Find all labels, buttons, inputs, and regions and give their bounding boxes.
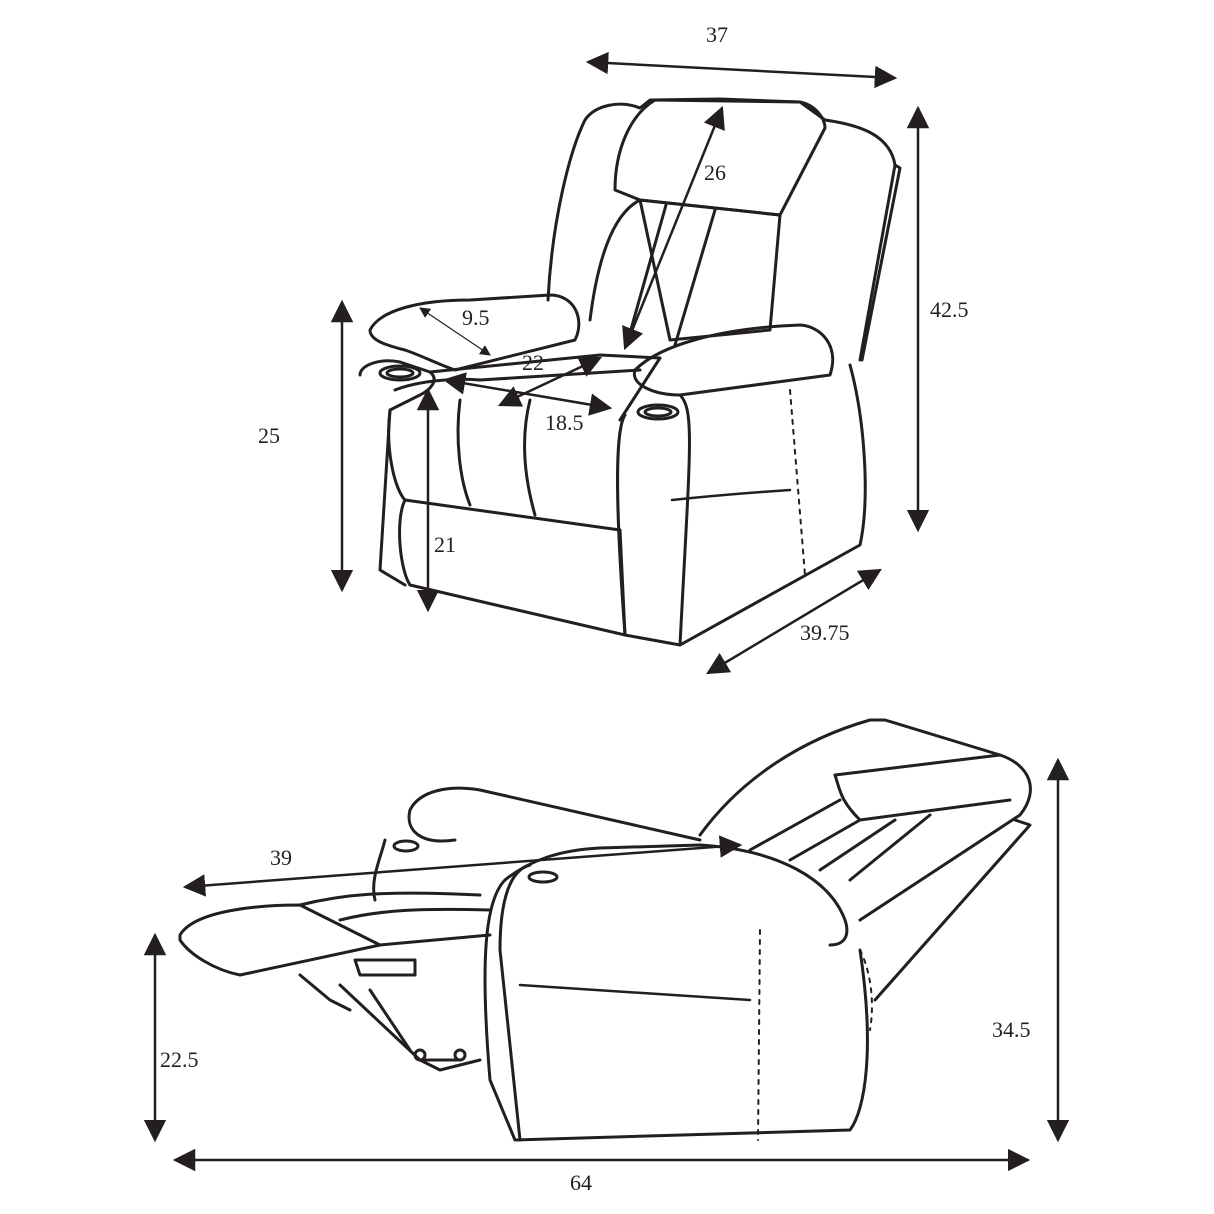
dim-label-overall-depth: 39.75 (800, 620, 850, 645)
dim-overall-width-arrow (585, 51, 898, 89)
dim-label-reclined-height: 34.5 (992, 1017, 1031, 1042)
dim-label-back-height: 26 (704, 160, 726, 185)
dim-label-seat-height: 21 (434, 532, 456, 557)
dim-back-height-arrow (622, 105, 725, 351)
dim-label-footrest-height: 22.5 (160, 1047, 199, 1072)
dim-label-arm-width: 9.5 (462, 305, 490, 330)
dim-label-seat-width: 22 (522, 350, 544, 375)
dim-label-arm-height: 25 (258, 423, 280, 448)
dim-label-reclined-length: 39 (270, 845, 292, 870)
upright-chair-drawing (358, 97, 902, 647)
dim-label-overall-height: 42.5 (930, 297, 969, 322)
dim-arm-width-arrow (419, 307, 491, 356)
dim-label-seat-depth: 18.5 (545, 410, 584, 435)
dim-seat-depth-arrow (442, 372, 613, 416)
dim-label-overall-width: 37 (706, 22, 728, 47)
reclined-chair-drawing (178, 718, 1032, 1142)
dim-reclined-length-arrow (182, 835, 743, 897)
dim-overall-depth-arrow (706, 568, 882, 675)
dim-label-overall-reclined-length: 64 (570, 1170, 592, 1195)
